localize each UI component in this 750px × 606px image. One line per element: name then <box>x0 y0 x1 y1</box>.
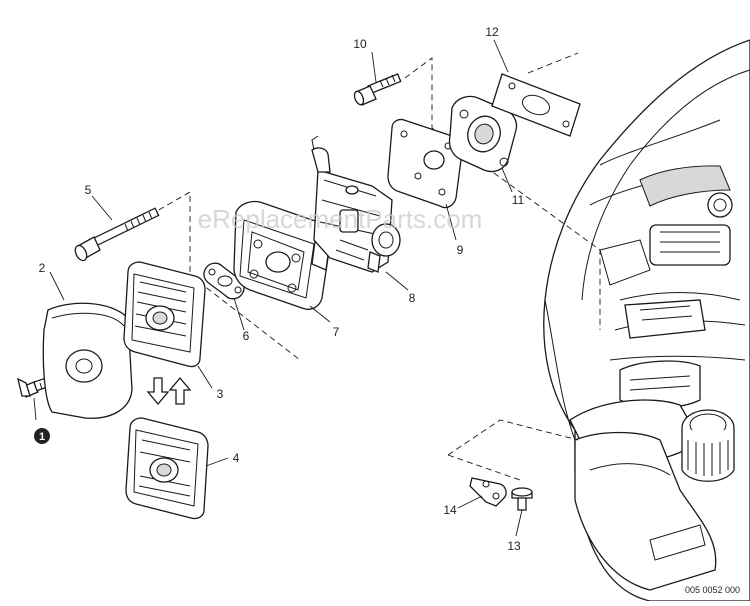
assembly-guide-lines <box>149 52 601 481</box>
part-9-gasket[interactable] <box>387 118 464 209</box>
callout-6: 6 <box>243 329 250 343</box>
callout-7: 7 <box>333 325 340 339</box>
callout-9: 9 <box>457 243 464 257</box>
part-4-air-filter-alt[interactable] <box>125 417 209 520</box>
callout-13: 13 <box>507 539 521 553</box>
drawing-number: 005 0052 000 <box>685 585 740 595</box>
callout-2: 2 <box>39 261 46 275</box>
part-12-gasket[interactable] <box>491 73 581 137</box>
callout-11: 11 <box>512 193 525 207</box>
part-11-insulator[interactable] <box>448 95 518 173</box>
leader-lines <box>33 39 523 537</box>
flip-arrows-icon <box>146 376 192 406</box>
watermark-text: eReplacementParts.com <box>198 204 483 234</box>
part-10-bolt[interactable] <box>353 73 402 106</box>
part-2-air-filter-cover[interactable] <box>42 302 133 419</box>
part-3-air-filter[interactable] <box>123 261 206 368</box>
callout-12: 12 <box>485 25 499 39</box>
part-5-long-bolt[interactable] <box>73 207 160 262</box>
callout-10: 10 <box>353 37 367 51</box>
part-6-gasket[interactable] <box>203 262 245 300</box>
part-14-bracket[interactable] <box>469 477 507 507</box>
part-13-screw[interactable] <box>511 487 533 511</box>
callout-14: 14 <box>443 503 457 517</box>
callout-3: 3 <box>217 387 224 401</box>
part-8-carburetor[interactable] <box>311 135 401 273</box>
callout-8: 8 <box>409 291 416 305</box>
callout-4: 4 <box>233 451 240 465</box>
callout-1-badge <box>34 428 50 444</box>
callout-1: 1 <box>39 431 45 443</box>
callout-5: 5 <box>85 183 92 197</box>
engine-housing <box>543 39 750 602</box>
callout-numbers: 1 2 3 4 5 6 7 8 9 10 11 12 13 14 <box>34 25 525 553</box>
